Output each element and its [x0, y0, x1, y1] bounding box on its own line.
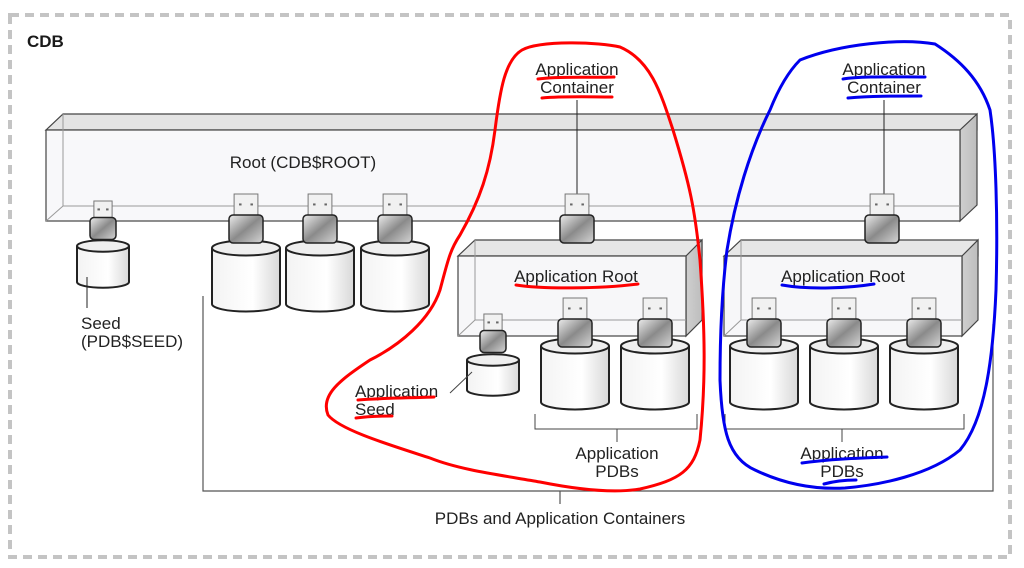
- app-pdb-cylinder: [729, 297, 799, 411]
- cdb-label: CDB: [27, 32, 64, 51]
- usb-plug-body-icon: [377, 214, 413, 244]
- usb-plug-body-icon: [479, 329, 507, 354]
- app-container-1-title-line1: Application: [535, 60, 618, 79]
- usb-plug-stub-icon: [869, 193, 895, 216]
- app-root-2-plug: [864, 193, 900, 244]
- usb-plug-stub-icon: [911, 297, 937, 320]
- red-annotation: [324, 41, 706, 493]
- cylinder-body: [466, 360, 520, 397]
- cylinder-body: [285, 248, 355, 313]
- app-pdbs-1-bracket: [534, 414, 698, 442]
- usb-plug-body-icon: [637, 318, 673, 348]
- usb-plug-body-icon: [228, 214, 264, 244]
- usb-plug-stub-icon: [307, 193, 333, 216]
- usb-plug-stub-icon: [564, 193, 590, 216]
- app-container-2-title-line1: Application: [842, 60, 925, 79]
- blue-annotation: [718, 40, 999, 490]
- usb-plug-body-icon: [89, 216, 117, 241]
- cylinder-body: [540, 346, 610, 411]
- cylinder-top: [76, 239, 130, 253]
- usb-plug-body-icon: [302, 214, 338, 244]
- app-pdbs-1-label-line1: Application: [575, 444, 658, 463]
- pdb-cylinder: [211, 193, 281, 313]
- seed-label-line1: Seed: [81, 314, 121, 333]
- app-pdb-cylinder: [620, 297, 690, 411]
- cylinder-body: [889, 346, 959, 411]
- app-root-1-label: Application Root: [514, 267, 638, 286]
- pdb-cylinder: [285, 193, 355, 313]
- pdb-cylinder: [360, 193, 430, 313]
- cylinder-body: [729, 346, 799, 411]
- cylinder-top: [466, 353, 520, 367]
- cylinder-body: [620, 346, 690, 411]
- usb-plug-stub-icon: [642, 297, 668, 320]
- usb-plug-stub-icon: [483, 313, 503, 331]
- usb-plug-stub-icon: [831, 297, 857, 320]
- app-pdb-cylinder: [809, 297, 879, 411]
- seed-pdb-cylinder: [76, 200, 130, 289]
- usb-plug-stub-icon: [382, 193, 408, 216]
- usb-plug-body-icon: [906, 318, 942, 348]
- app-pdbs-2-bracket: [724, 414, 965, 442]
- usb-plug-body-icon: [746, 318, 782, 348]
- usb-plug-body-icon: [826, 318, 862, 348]
- app-container-2-title-line2: Container: [847, 78, 921, 97]
- cdb-frame: [8, 13, 1012, 559]
- cylinder-body: [360, 248, 430, 313]
- cylinder-body: [211, 248, 281, 313]
- app-pdb-cylinder: [540, 297, 610, 411]
- app-pdbs-1-label-line2: PDBs: [595, 462, 638, 481]
- usb-plug-body-icon: [557, 318, 593, 348]
- usb-plug-body-icon: [864, 214, 900, 244]
- app-root-2-label: Application Root: [781, 267, 905, 286]
- app-seed-label-line2: Seed: [355, 400, 395, 419]
- cylinder-body: [76, 246, 130, 289]
- usb-plug-stub-icon: [93, 200, 113, 218]
- usb-plug-stub-icon: [751, 297, 777, 320]
- app-seed-connector: [449, 371, 473, 394]
- seed-label-line2: (PDB$SEED): [81, 332, 183, 351]
- app-pdbs-2-label-line2: PDBs: [820, 462, 863, 481]
- root-label: Root (CDB$ROOT): [230, 153, 376, 172]
- app-seed-cylinder: [466, 313, 520, 397]
- root-container-slab: [44, 112, 978, 223]
- pdbs-and-app-containers-label: PDBs and Application Containers: [435, 509, 685, 528]
- usb-plug-body-icon: [559, 214, 595, 244]
- usb-plug-stub-icon: [562, 297, 588, 320]
- usb-plug-stub-icon: [233, 193, 259, 216]
- app-root-1-plug: [559, 193, 595, 244]
- app-pdb-cylinder: [889, 297, 959, 411]
- cylinder-body: [809, 346, 879, 411]
- app-container-1-title-line2: Container: [540, 78, 614, 97]
